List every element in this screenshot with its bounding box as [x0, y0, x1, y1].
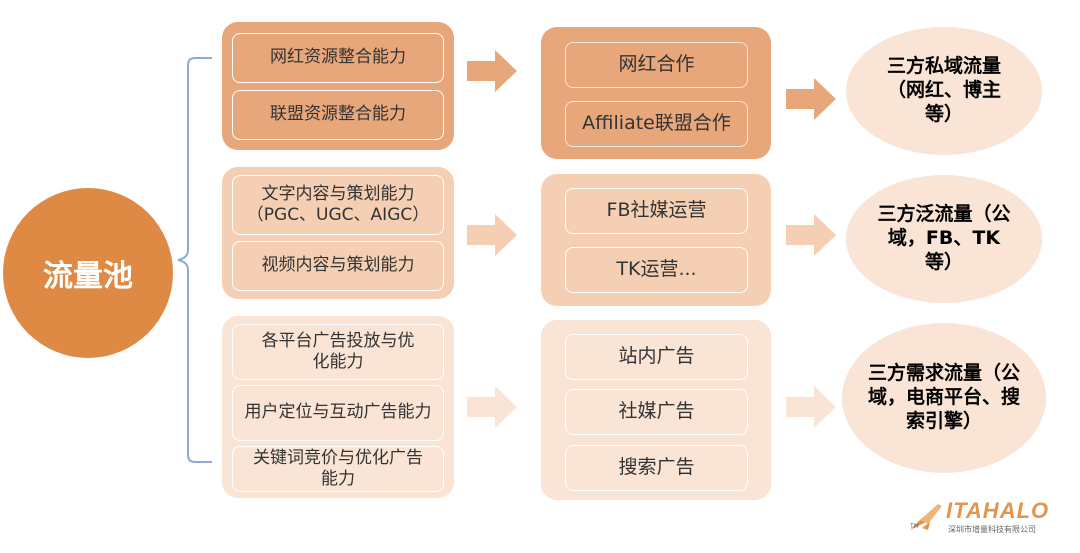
capability-text: 文字内容与策划能力（PGC、UGC、AIGC）: [246, 183, 430, 225]
arrow-right-icon: [786, 78, 836, 120]
traffic-pool-label: 流量池: [43, 259, 133, 294]
arrow-right-icon: [786, 386, 836, 428]
capability-panel-2: 文字内容与策划能力（PGC、UGC、AIGC） 视频内容与策划能力: [222, 167, 454, 299]
capability-box: 关键词竞价与优化广告能力: [232, 446, 444, 492]
capability-panel-3: 各平台广告投放与优化能力 用户定位与互动广告能力 关键词竞价与优化广告能力: [222, 316, 454, 498]
channel-text: Affiliate联盟合作: [582, 112, 731, 135]
channel-text: TK运营...: [616, 258, 697, 281]
channel-text: 站内广告: [618, 345, 695, 368]
capability-text: 各平台广告投放与优化能力: [261, 330, 415, 372]
channel-box: 网红合作: [565, 42, 748, 88]
channel-panel-2: FB社媒运营 TK运营...: [541, 174, 771, 306]
traffic-outcome-2: 三方泛流量（公域，FB、TK等）: [846, 175, 1042, 303]
rocket-icon: [910, 504, 942, 530]
capability-box: 视频内容与策划能力: [232, 241, 444, 291]
capability-box: 联盟资源整合能力: [232, 90, 444, 140]
arrow-right-icon: [786, 214, 836, 256]
traffic-outcome-text: 三方需求流量（公域，电商平台、搜索引擎）: [867, 362, 1020, 432]
arrow-right-icon: [467, 214, 517, 256]
bracket: [177, 57, 212, 463]
capability-text: 用户定位与互动广告能力: [244, 402, 432, 423]
channel-text: 搜索广告: [618, 456, 695, 479]
traffic-outcome-1: 三方私域流量（网红、博主等）: [846, 27, 1042, 155]
logo-wordmark: ITAHALO: [946, 498, 1050, 523]
channel-panel-3: 站内广告 社媒广告 搜索广告: [541, 320, 771, 500]
capability-box: 文字内容与策划能力（PGC、UGC、AIGC）: [232, 175, 444, 235]
channel-box: FB社媒运营: [565, 188, 748, 234]
channel-box: 站内广告: [565, 334, 748, 380]
channel-text: FB社媒运营: [606, 199, 707, 222]
channel-panel-1: 网红合作 Affiliate联盟合作: [541, 27, 771, 159]
channel-box: TK运营...: [565, 247, 748, 293]
traffic-outcome-3: 三方需求流量（公域，电商平台、搜索引擎）: [842, 323, 1046, 473]
channel-box: 搜索广告: [565, 445, 748, 491]
arrow-right-icon: [467, 386, 517, 428]
traffic-outcome-text: 三方泛流量（公域，FB、TK等）: [877, 203, 1011, 273]
capability-box: 各平台广告投放与优化能力: [232, 324, 444, 380]
capability-text: 关键词竞价与优化广告能力: [253, 447, 423, 489]
trademark-mark: TM: [910, 523, 919, 530]
traffic-outcome-text: 三方私域流量（网红、博主等）: [886, 55, 1001, 125]
capability-box: 网红资源整合能力: [232, 33, 444, 83]
capability-text: 视频内容与策划能力: [261, 255, 415, 276]
capability-text: 联盟资源整合能力: [270, 104, 406, 125]
logo-company-name: 深圳市增量科技有限公司: [948, 525, 1036, 534]
arrow-right-icon: [467, 50, 517, 92]
channel-text: 网红合作: [618, 53, 695, 76]
brand-logo: TM ITAHALO 深圳市增量科技有限公司: [908, 498, 1058, 538]
capability-text: 网红资源整合能力: [270, 47, 406, 68]
traffic-pool-node: 流量池: [3, 188, 173, 358]
capability-panel-1: 网红资源整合能力 联盟资源整合能力: [222, 22, 454, 150]
channel-box: 社媒广告: [565, 389, 748, 435]
channel-text: 社媒广告: [618, 400, 695, 423]
capability-box: 用户定位与互动广告能力: [232, 385, 444, 441]
channel-box: Affiliate联盟合作: [565, 101, 748, 147]
